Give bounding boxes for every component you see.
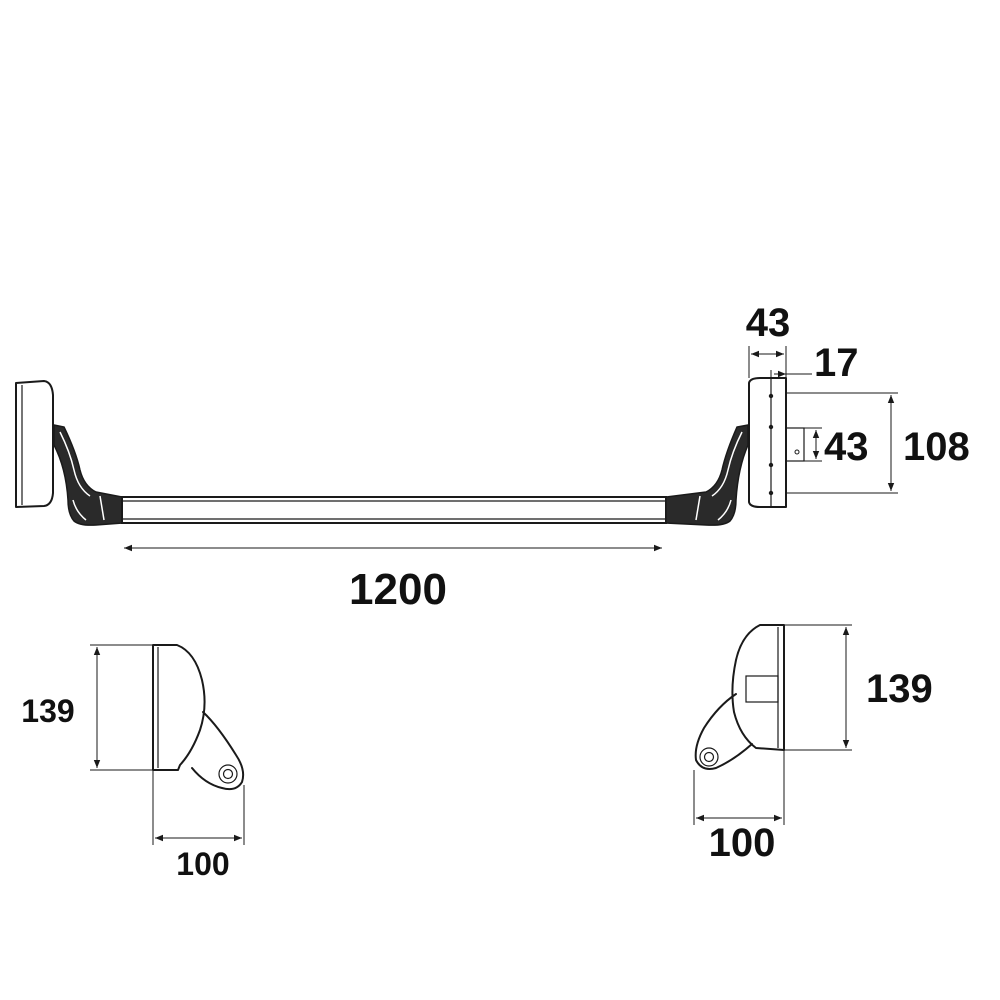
case-height-label: 108 xyxy=(903,425,970,469)
left-lever-bracket xyxy=(53,424,123,526)
bar-length-label: 1200 xyxy=(349,565,447,614)
lock-case xyxy=(748,377,805,508)
right-side-profile xyxy=(694,624,785,770)
screw-hole xyxy=(768,490,774,496)
left-profile-height-label: 139 xyxy=(21,693,74,729)
dimension-right-profile-height: 139 xyxy=(784,624,933,751)
dimension-case-offset: 17 xyxy=(770,341,859,385)
case-offset-label: 17 xyxy=(814,341,859,385)
right-profile-height-label: 139 xyxy=(866,667,933,711)
latch-bolt xyxy=(785,427,805,462)
left-end-cap xyxy=(15,380,54,508)
screw-hole xyxy=(768,393,774,399)
strike-opening xyxy=(745,675,779,703)
lever-pivot xyxy=(699,747,719,767)
screw-hole xyxy=(768,462,774,468)
left-profile-width-label: 100 xyxy=(176,846,229,882)
front-view xyxy=(15,377,805,526)
strike-height-label: 43 xyxy=(824,425,869,469)
left-side-profile xyxy=(152,644,245,791)
lever-pivot xyxy=(218,764,238,784)
right-lever-bracket xyxy=(665,424,749,526)
screw-hole xyxy=(768,424,774,430)
dimension-case-height: 108 xyxy=(786,392,970,494)
push-bar xyxy=(121,496,667,524)
dimension-case-depth: 43 xyxy=(746,301,791,378)
case-depth-label: 43 xyxy=(746,301,791,345)
dimension-left-profile-width: 100 xyxy=(152,770,245,882)
dimension-bar-length: 1200 xyxy=(124,544,662,614)
right-profile-width-label: 100 xyxy=(709,821,776,865)
dimension-right-profile-width: 100 xyxy=(693,750,785,865)
dimension-strike-height: 43 xyxy=(804,425,869,469)
dimension-left-profile-height: 139 xyxy=(21,644,153,771)
